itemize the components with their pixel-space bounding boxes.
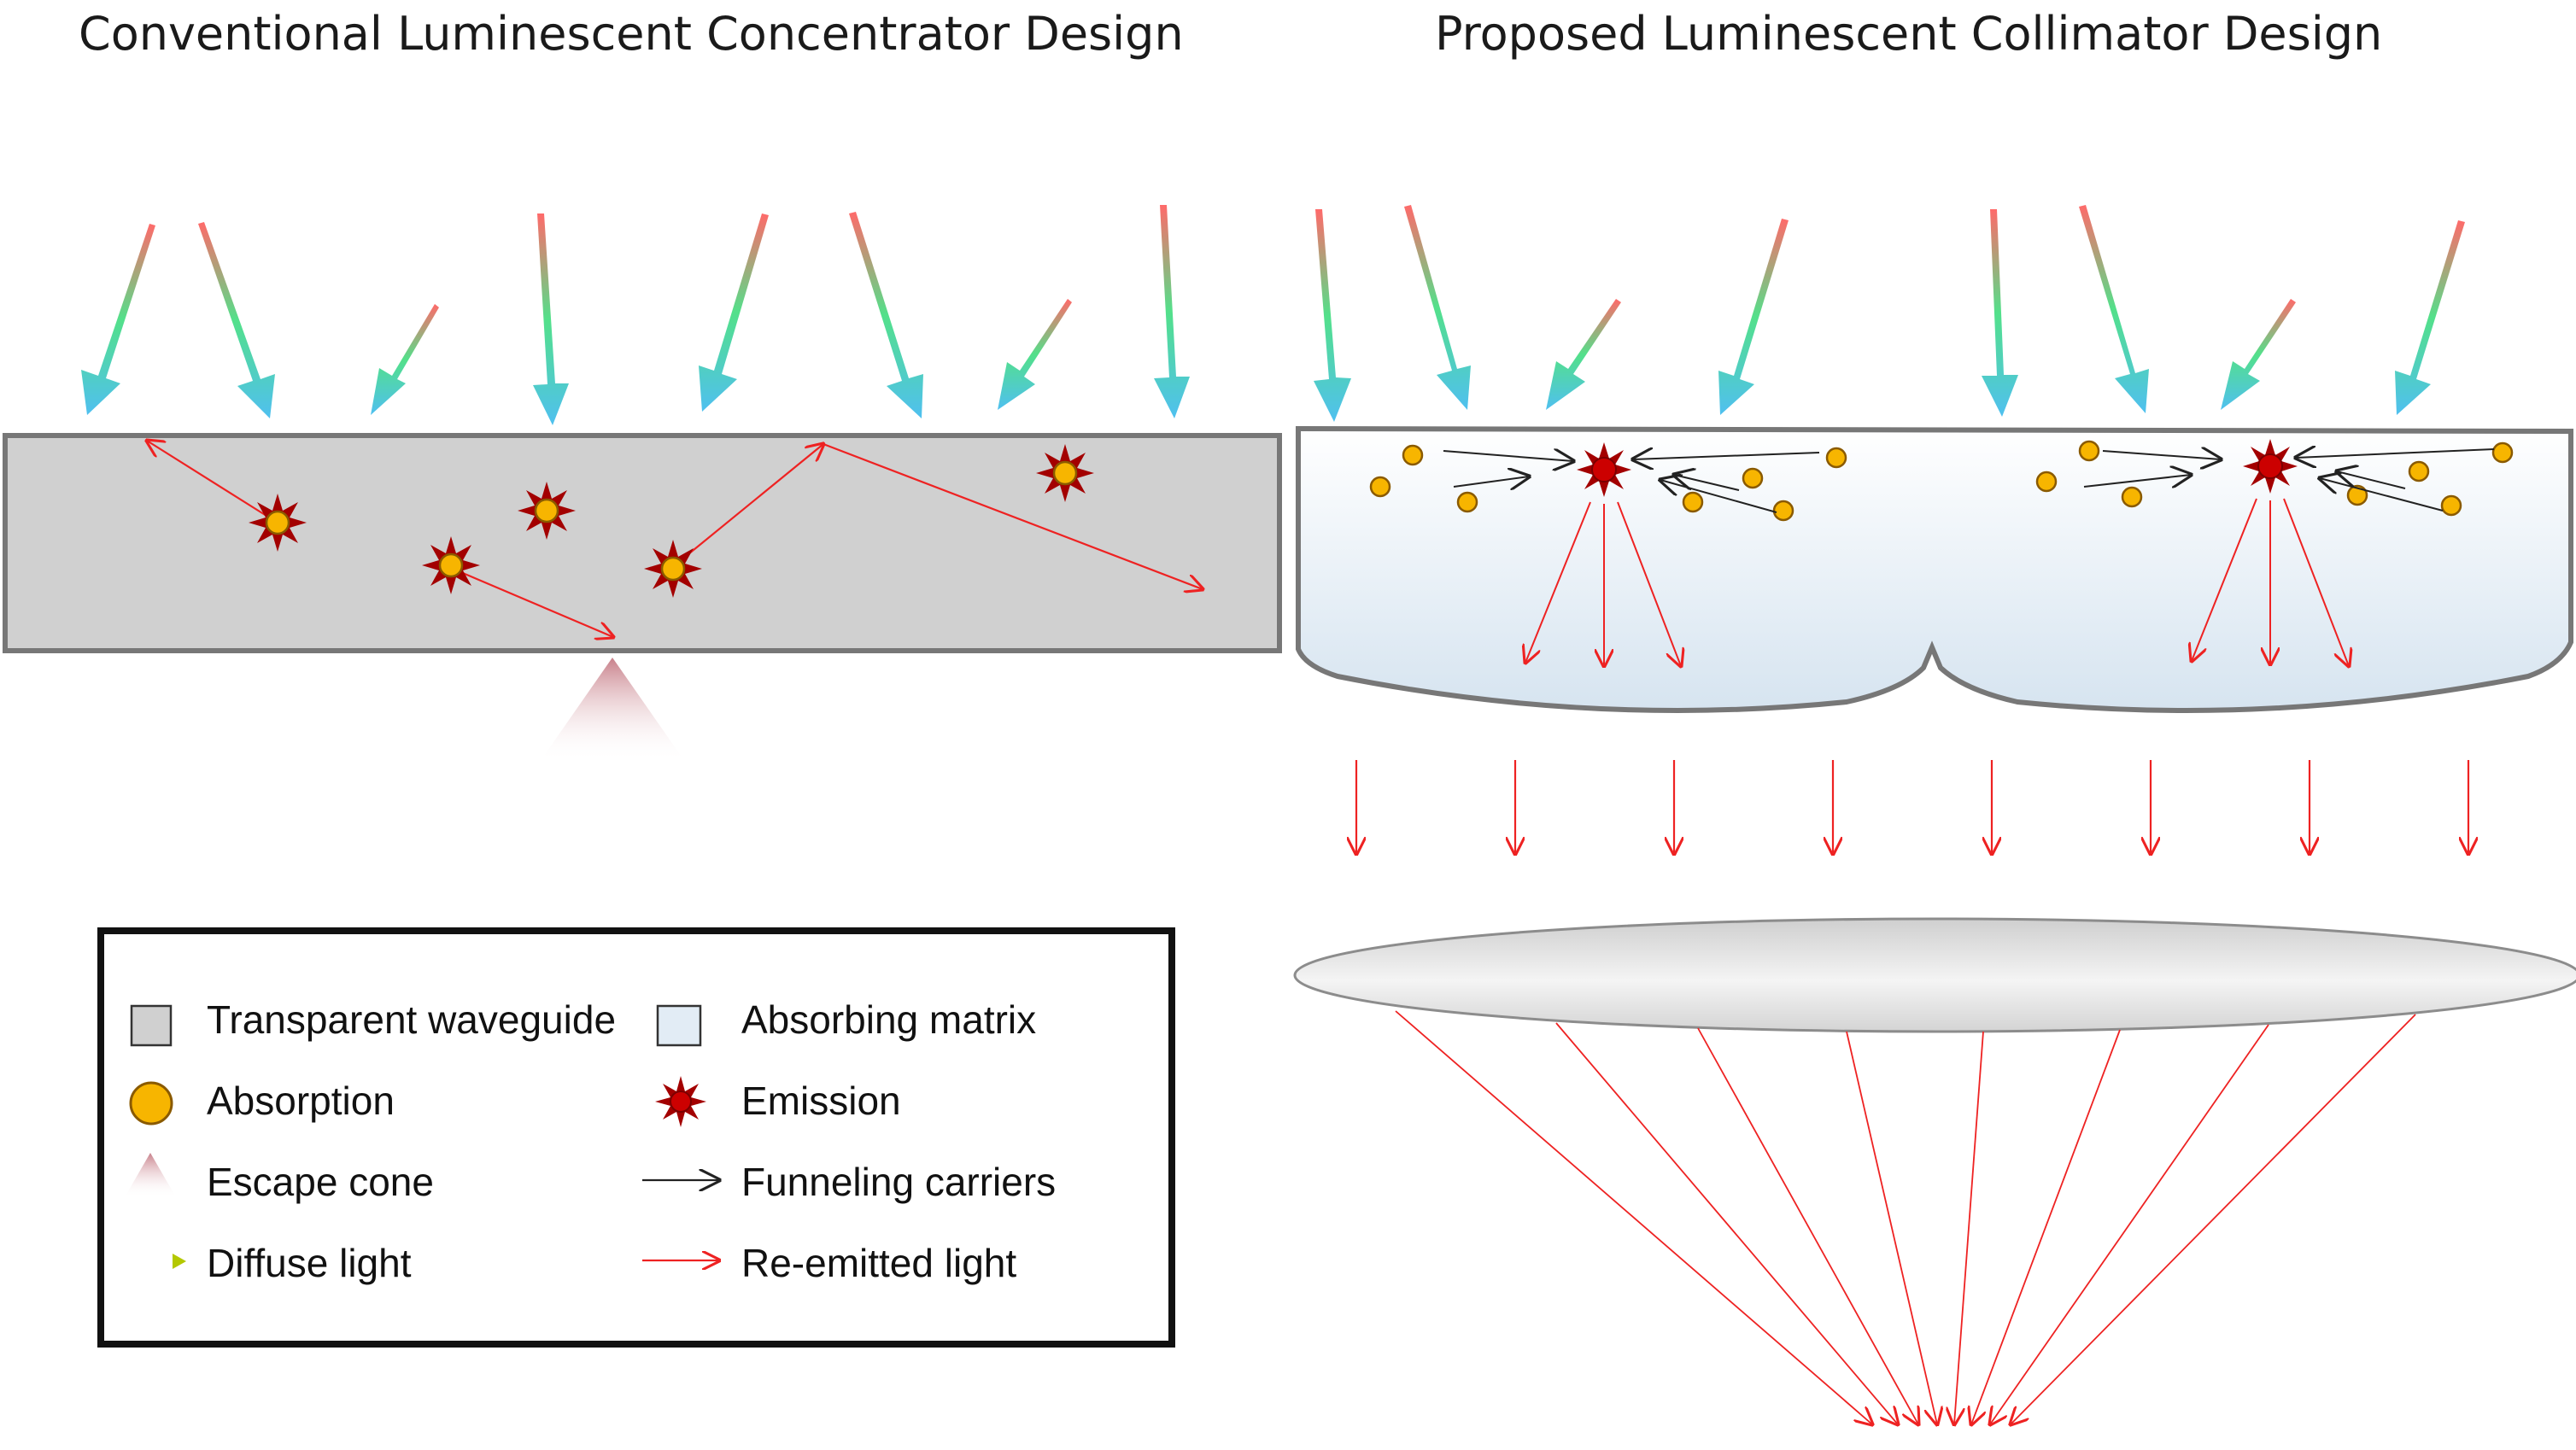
diffuse-arrow bbox=[998, 299, 1072, 410]
absorption-site bbox=[1402, 444, 1424, 466]
concentrator-panel bbox=[3, 205, 1282, 762]
legend-label-emission: Emission bbox=[741, 1079, 901, 1123]
diffuse-light-swatch bbox=[120, 1254, 186, 1269]
legend-label-absorption: Absorption bbox=[207, 1079, 395, 1123]
absorption-site bbox=[2035, 471, 2058, 493]
diffuse-arrow bbox=[1546, 299, 1621, 410]
escape-cone-swatch bbox=[125, 1153, 176, 1197]
diffuse-arrow bbox=[371, 304, 439, 415]
emission-site bbox=[642, 538, 704, 599]
diffuse-arrow bbox=[1404, 205, 1471, 410]
legend-label-absorbing-matrix: Absorbing matrix bbox=[741, 997, 1036, 1042]
diffuse-arrow bbox=[1314, 209, 1351, 422]
legend: Transparent waveguide Absorbing matrix A… bbox=[97, 927, 1175, 1348]
diffuse-arrow bbox=[1154, 205, 1190, 418]
absorption-site bbox=[2121, 486, 2143, 508]
diffuse-arrow bbox=[198, 222, 275, 418]
emission-swatch bbox=[655, 1076, 706, 1127]
emission-site bbox=[516, 480, 577, 541]
absorption-site bbox=[1456, 491, 1478, 513]
left-panel-title: Conventional Luminescent Concentrator De… bbox=[79, 7, 1184, 61]
transparent-waveguide bbox=[3, 433, 1282, 653]
emission-site bbox=[2242, 438, 2298, 494]
absorbing-matrix bbox=[1296, 425, 2573, 713]
diffuse-arrow bbox=[2221, 299, 2296, 410]
transparent-waveguide-swatch bbox=[130, 1004, 173, 1047]
focusing-lens bbox=[1293, 917, 2576, 1033]
emission-site bbox=[1576, 441, 1632, 498]
legend-label-transparent-waveguide: Transparent waveguide bbox=[207, 997, 616, 1042]
absorption-site bbox=[1825, 447, 1847, 469]
diffuse-light-arrows-right bbox=[1314, 205, 2465, 422]
collimator-panel bbox=[1293, 205, 2576, 1424]
absorbing-matrix-swatch bbox=[656, 1004, 702, 1047]
diffuse-arrow bbox=[533, 213, 569, 425]
legend-label-re-emitted-light: Re-emitted light bbox=[741, 1241, 1016, 1285]
escape-cone bbox=[540, 658, 685, 762]
diffuse-light-arrows-left bbox=[81, 205, 1190, 425]
absorption-site bbox=[2408, 460, 2430, 482]
funneling-carriers bbox=[1443, 449, 2495, 513]
absorption-site bbox=[2078, 440, 2100, 462]
diffuse-arrow bbox=[1982, 209, 2018, 417]
absorption-swatch bbox=[129, 1081, 173, 1126]
diffuse-arrow bbox=[81, 224, 155, 415]
emission-site bbox=[247, 492, 308, 553]
focused-rays bbox=[1395, 1010, 2416, 1424]
emission-site bbox=[1034, 442, 1096, 504]
absorption-site bbox=[2440, 494, 2462, 517]
diffuse-arrow bbox=[849, 212, 923, 418]
right-panel-title: Proposed Luminescent Collimator Design bbox=[1435, 7, 2383, 61]
legend-label-escape-cone: Escape cone bbox=[207, 1160, 434, 1204]
legend-label-funneling-carriers: Funneling carriers bbox=[741, 1160, 1056, 1204]
collimated-rays bbox=[1356, 760, 2468, 854]
absorption-site bbox=[2491, 441, 2514, 464]
re-emitted-rays-left bbox=[147, 441, 1203, 637]
diffuse-arrow bbox=[1718, 219, 1789, 415]
absorption-site bbox=[1369, 476, 1391, 498]
emission-site bbox=[420, 535, 482, 596]
legend-frame bbox=[97, 927, 1175, 1348]
diffuse-arrow bbox=[699, 213, 769, 412]
diffuse-arrow bbox=[2079, 205, 2149, 413]
re-emitted-rays-matrix bbox=[1525, 498, 2349, 666]
diffuse-arrow bbox=[2395, 220, 2465, 415]
absorption-site bbox=[1682, 491, 1704, 513]
absorption-site bbox=[1742, 467, 1764, 489]
legend-label-diffuse-light: Diffuse light bbox=[207, 1241, 412, 1285]
absorption-site bbox=[1772, 500, 1794, 522]
